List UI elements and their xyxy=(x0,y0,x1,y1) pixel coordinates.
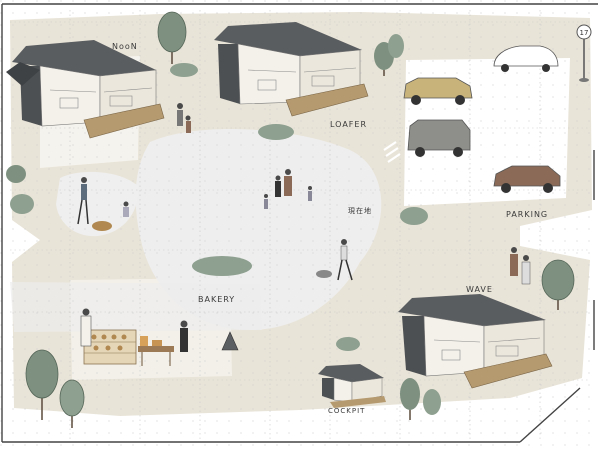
bushes-left xyxy=(6,165,34,214)
person-baker xyxy=(80,308,92,347)
bush-loafer xyxy=(258,124,294,140)
parking-cars xyxy=(403,45,561,193)
building-cockpit[interactable] xyxy=(318,364,386,408)
person-dog-walker-left xyxy=(77,177,129,231)
label-cockpit: COCKPIT xyxy=(328,407,365,415)
person-dog-walker-right xyxy=(316,239,353,281)
person-family-center xyxy=(264,169,312,209)
label-bakery: BAKERY xyxy=(198,295,235,304)
car-white xyxy=(493,45,559,72)
crosswalk xyxy=(383,141,401,163)
bakery-stall[interactable] xyxy=(83,329,239,366)
car-brown xyxy=(493,165,561,193)
person-customer xyxy=(180,320,188,352)
bush-center xyxy=(192,256,252,276)
bush-noon xyxy=(170,63,198,77)
bush-cockpit xyxy=(336,337,360,351)
trees xyxy=(6,11,575,428)
building-loafer[interactable] xyxy=(214,22,369,117)
label-wave: WAVE xyxy=(466,285,493,294)
car-yellow xyxy=(403,77,473,105)
trees-bottom-left xyxy=(25,349,85,428)
trees-bottom-right xyxy=(400,378,441,420)
car-gray xyxy=(407,119,471,157)
map-labels: NooN LOAFER PARKING BAKERY WAVE COCKPIT … xyxy=(112,42,548,415)
person-family-noon xyxy=(177,103,191,133)
tree-wave-right xyxy=(541,259,575,310)
tree-loafer-right xyxy=(374,34,404,76)
site-boundary xyxy=(1,3,598,443)
building-wave[interactable] xyxy=(398,294,553,389)
label-parking: PARKING xyxy=(506,210,548,219)
label-current-site: 現在地 xyxy=(348,206,372,215)
tree-top-center xyxy=(157,11,187,64)
label-noon: NooN xyxy=(112,42,138,51)
bush-parking xyxy=(400,207,428,225)
label-loafer: LOAFER xyxy=(330,120,367,129)
building-noon[interactable] xyxy=(6,40,165,139)
signpost-17: 17 xyxy=(576,24,592,82)
person-couple-wave xyxy=(510,247,531,285)
people xyxy=(77,103,531,352)
signpost-number: 17 xyxy=(580,29,589,37)
